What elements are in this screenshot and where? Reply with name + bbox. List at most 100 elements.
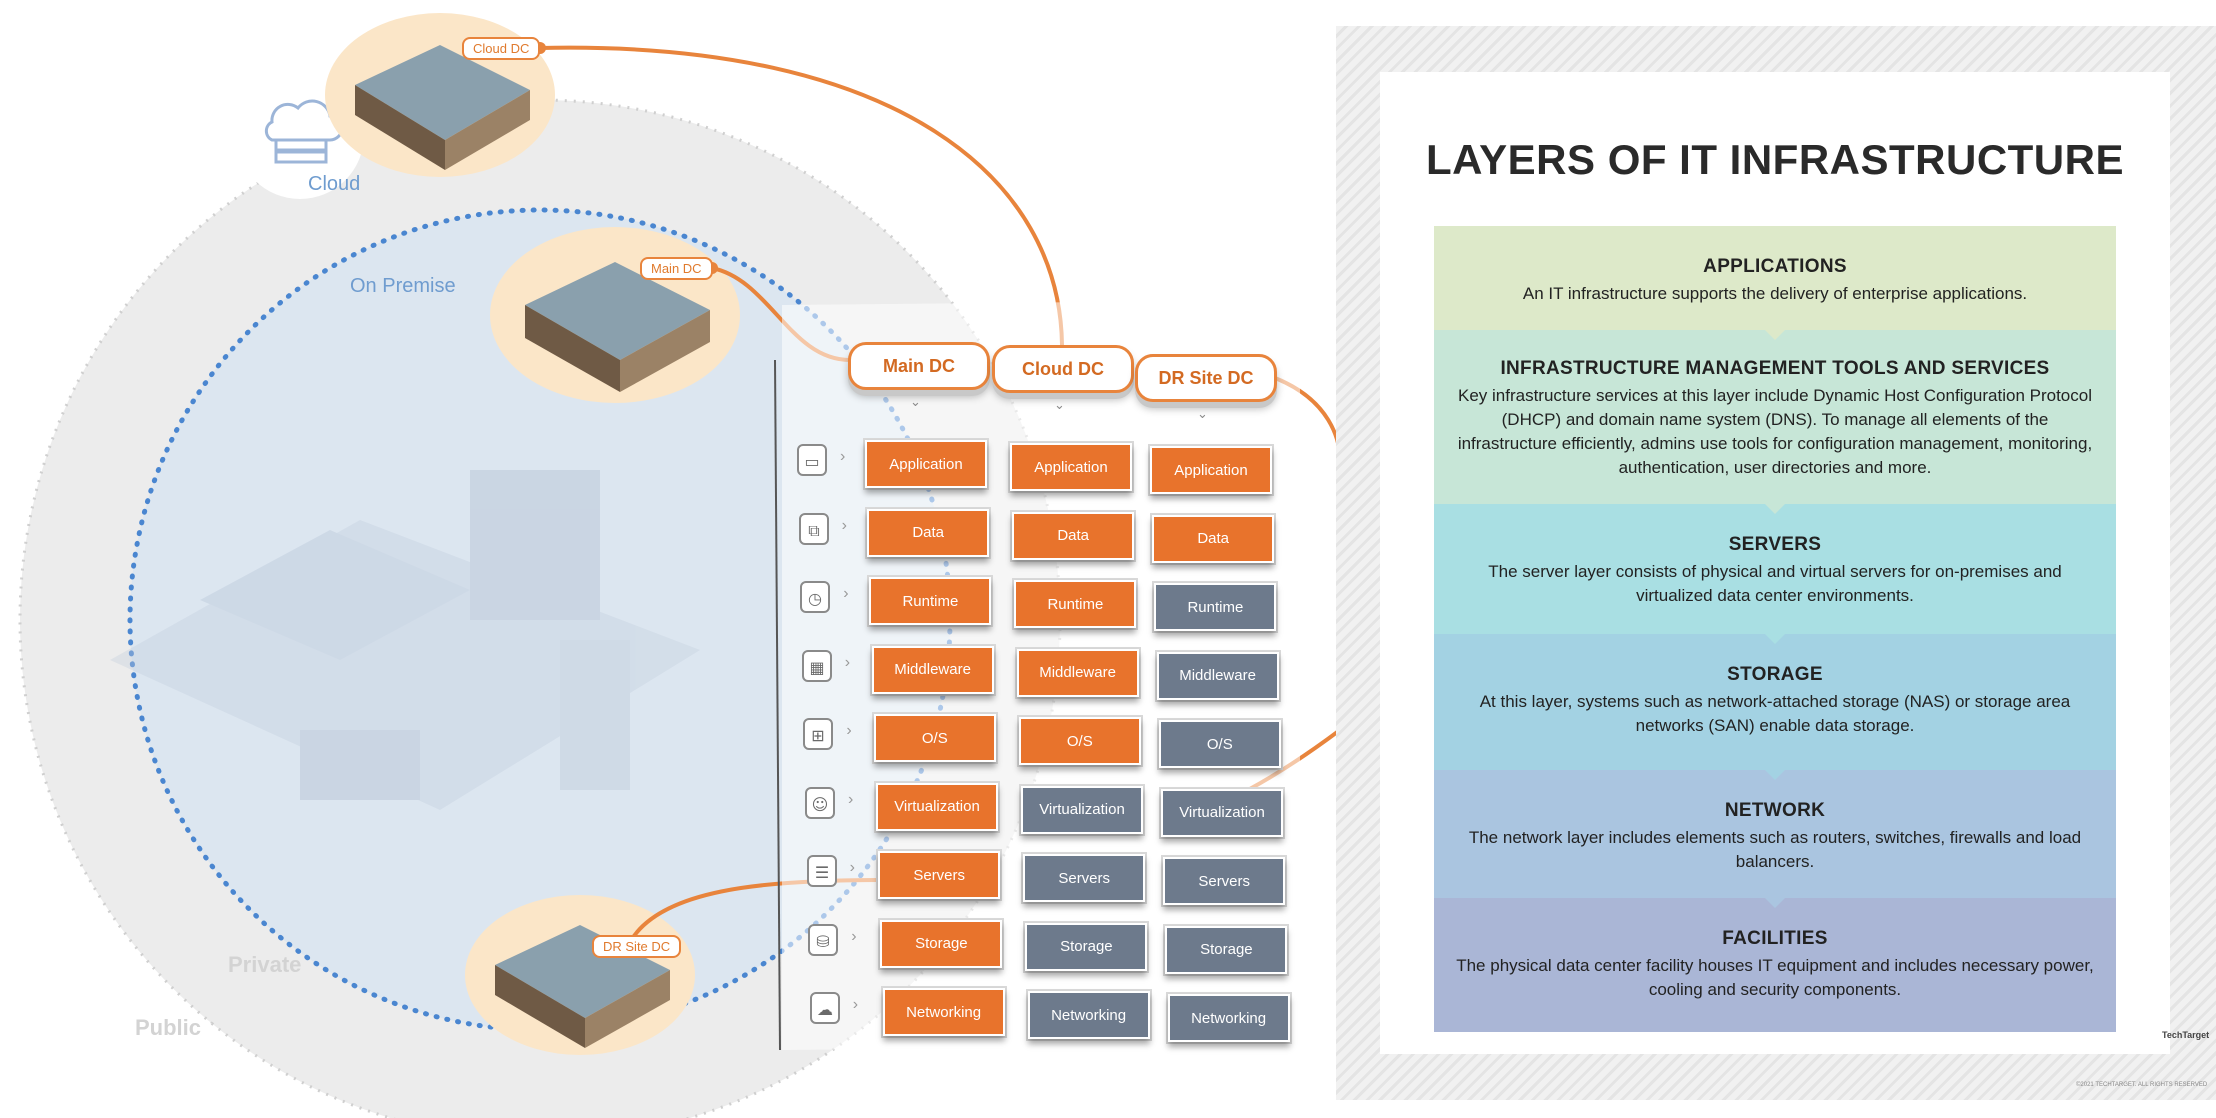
layer-data-main-dc: Data xyxy=(867,508,990,557)
layer-storage-cloud-dc: Storage xyxy=(1025,922,1148,971)
private-zone-circle xyxy=(130,210,950,1030)
band-storage: STORAGE At this layer, systems such as ne… xyxy=(1434,634,2116,780)
svg-text:☰: ☰ xyxy=(814,863,828,882)
row-arrow-icon: › xyxy=(843,585,849,602)
column-chevron-icon: ⌄ xyxy=(1197,406,1208,421)
band-applications: APPLICATIONS An IT infrastructure support… xyxy=(1434,226,2116,340)
layer-application-dr-site-dc: Application xyxy=(1150,446,1272,494)
layer-o-s-dr-site-dc: O/S xyxy=(1158,720,1281,768)
band-description: At this layer, systems such as network-a… xyxy=(1479,692,2071,735)
band-facilities: FACILITIES The physical data center facil… xyxy=(1434,898,2116,1032)
poster-frame: LAYERS OF IT INFRASTRUCTURE APPLICATIONS… xyxy=(1336,26,2216,1100)
poster: LAYERS OF IT INFRASTRUCTURE APPLICATIONS… xyxy=(1380,72,2207,1088)
poster-title: LAYERS OF IT INFRASTRUCTURE xyxy=(1426,136,2124,183)
band-title: FACILITIES xyxy=(1722,928,1828,949)
column-header-dr-site-dc: DR Site DC xyxy=(1135,354,1277,402)
layer-data-cloud-dc: Data xyxy=(1012,511,1135,560)
svg-text:◷: ◷ xyxy=(808,589,822,608)
band-notch-arrow xyxy=(1765,634,1785,644)
layer-application-cloud-dc: Application xyxy=(1010,443,1132,491)
on-premise-label: On Premise xyxy=(350,275,456,297)
layer-middleware-cloud-dc: Middleware xyxy=(1016,648,1139,697)
row-arrow-icon: › xyxy=(846,722,852,739)
database-window-icon: ⧉ xyxy=(794,509,834,549)
svg-text:▭: ▭ xyxy=(804,452,819,471)
layer-runtime-cloud-dc: Runtime xyxy=(1014,580,1137,628)
band-servers: SERVERS The server layer consists of phys… xyxy=(1434,504,2116,644)
svg-text:⊞: ⊞ xyxy=(812,726,825,745)
row-arrow-icon: › xyxy=(841,516,847,534)
band-description: The physical data center facility houses… xyxy=(1456,956,2094,999)
row-arrow-icon: › xyxy=(849,859,855,876)
band-description: The server layer consists of physical an… xyxy=(1488,562,2062,605)
layer-servers-dr-site-dc: Servers xyxy=(1163,857,1286,905)
band-notch-arrow xyxy=(1765,898,1785,908)
windows-icon: ⊞ xyxy=(798,714,838,754)
brand-logo: TechTarget xyxy=(2162,1030,2210,1040)
cloud-dc-tag: Cloud DC xyxy=(462,37,541,60)
band-infrastructure-management-tools-and-services: INFRASTRUCTURE MANAGEMENT TOOLS AND SERV… xyxy=(1434,330,2116,514)
hybrid-dc-diagram: Cloud On Premise Private Public Cloud DC… xyxy=(18,13,1340,1118)
layer-servers-cloud-dc: Servers xyxy=(1023,854,1146,902)
layer-networking-cloud-dc: Networking xyxy=(1027,991,1150,1039)
row-arrow-icon: › xyxy=(844,653,851,671)
band-notch-arrow xyxy=(1765,770,1785,780)
main-dc-tag: Main DC xyxy=(640,257,713,280)
row-arrow-icon: › xyxy=(851,927,857,945)
copyright-text: ©2021 TECHTARGET. ALL RIGHTS RESERVED xyxy=(2076,1082,2208,1088)
layer-runtime-dr-site-dc: Runtime xyxy=(1154,583,1277,631)
layer-storage-main-dc: Storage xyxy=(880,919,1003,968)
private-label: Private xyxy=(228,952,302,977)
band-notch-arrow xyxy=(1765,504,1785,514)
band-title: STORAGE xyxy=(1727,664,1823,685)
layer-application-main-dc: Application xyxy=(865,440,987,488)
main-dc-pod xyxy=(490,227,740,403)
layer-o-s-main-dc: O/S xyxy=(873,714,996,762)
column-header-cloud-dc: Cloud DC xyxy=(992,345,1134,393)
column-header-main-dc: Main DC xyxy=(848,342,990,390)
layer-servers-main-dc: Servers xyxy=(878,851,1001,899)
column-chevron-icon: ⌄ xyxy=(910,394,921,409)
layer-o-s-cloud-dc: O/S xyxy=(1018,717,1141,765)
layer-storage-dr-site-dc: Storage xyxy=(1165,925,1288,974)
storage-cylinder-icon: ⛁ xyxy=(803,920,843,960)
band-title: APPLICATIONS xyxy=(1703,256,1847,277)
svg-text:☺: ☺ xyxy=(812,795,829,814)
app-window-icon: ▭ xyxy=(792,440,832,480)
clock-icon: ◷ xyxy=(795,577,835,617)
server-rack-icon: ☰ xyxy=(802,851,842,891)
layer-middleware-dr-site-dc: Middleware xyxy=(1156,651,1279,700)
row-arrow-icon: › xyxy=(840,448,846,465)
layer-runtime-main-dc: Runtime xyxy=(869,577,992,625)
dr-site-dc-pod xyxy=(465,895,695,1055)
robot-icon: ☺ xyxy=(800,783,840,823)
layer-middleware-main-dc: Middleware xyxy=(871,645,994,694)
cloud-dc-connector xyxy=(539,45,1064,346)
row-arrow-icon: › xyxy=(852,996,859,1013)
stack-axis-line xyxy=(774,359,781,1051)
band-description: An IT infrastructure supports the delive… xyxy=(1522,284,2028,303)
network-cloud-icon: ☁ xyxy=(805,988,845,1028)
cloud-label: Cloud xyxy=(308,173,361,195)
office-scene xyxy=(110,470,700,810)
band-network: NETWORK The network layer includes elemen… xyxy=(1434,770,2116,908)
layer-networking-main-dc: Networking xyxy=(882,988,1005,1036)
layer-virtualization-cloud-dc: Virtualization xyxy=(1021,785,1143,834)
layer-virtualization-main-dc: Virtualization xyxy=(876,782,998,831)
band-description: Key infrastructure services at this laye… xyxy=(1457,386,2093,477)
layer-data-dr-site-dc: Data xyxy=(1152,514,1275,563)
column-chevron-icon: ⌄ xyxy=(1054,397,1065,412)
band-description: The network layer includes elements such… xyxy=(1468,828,2082,871)
band-notch-arrow xyxy=(1765,330,1785,340)
svg-text:⛁: ⛁ xyxy=(816,932,829,951)
svg-text:▦: ▦ xyxy=(809,658,824,677)
layer-networking-dr-site-dc: Networking xyxy=(1167,994,1290,1042)
dr-site-dc-tag: DR Site DC xyxy=(592,935,682,958)
band-title: NETWORK xyxy=(1724,800,1826,821)
band-title: INFRASTRUCTURE MANAGEMENT TOOLS AND SERV… xyxy=(1500,358,2050,379)
layer-virtualization-dr-site-dc: Virtualization xyxy=(1161,788,1283,837)
chip-icon: ▦ xyxy=(797,646,837,686)
svg-text:☁: ☁ xyxy=(817,1000,833,1019)
band-title: SERVERS xyxy=(1728,534,1822,555)
public-label: Public xyxy=(135,1015,202,1040)
